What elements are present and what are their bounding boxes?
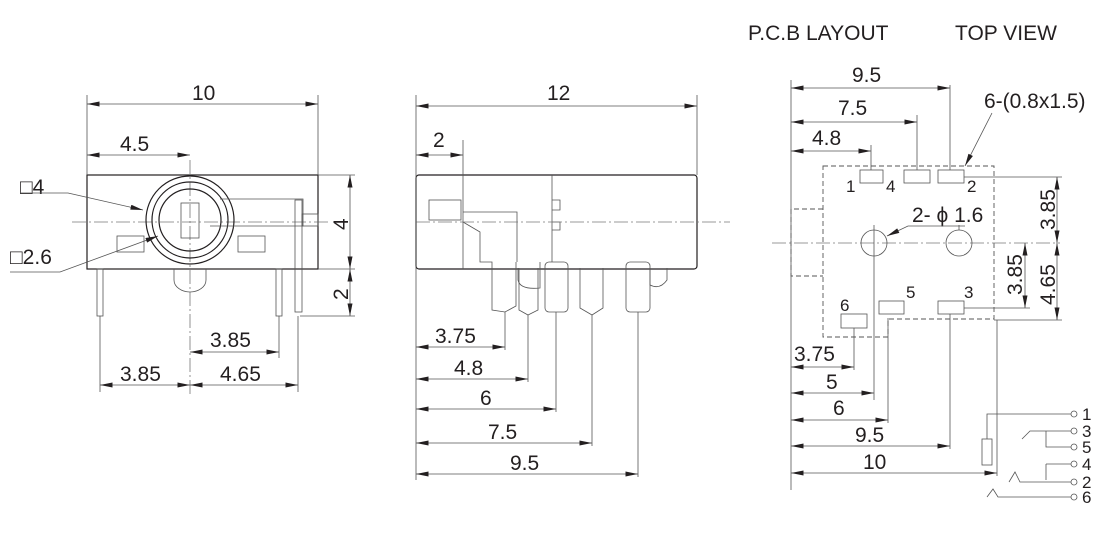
side-view: 12 2 3.75 4.8 6 7.5 9.5 — [415, 82, 730, 480]
pcb-layout-title: P.C.B LAYOUT — [748, 22, 889, 45]
schematic-pin-1: 1 — [1082, 405, 1091, 424]
dim-right-lower-inner: 3.85 — [1004, 254, 1027, 295]
pcb-layout: 1 4 2 6 5 3 9.5 7.5 4.8 6-(0.8x1.5) 2- ϕ… — [772, 64, 1086, 490]
dim-pin-3: 6 — [480, 387, 492, 410]
pad-label-5: 5 — [906, 283, 915, 302]
dim-bottom-2: 5 — [826, 371, 838, 394]
label-square-outer: □4 — [20, 176, 45, 199]
label-square-inner: □2.6 — [10, 246, 52, 269]
dim-pin-4: 7.5 — [488, 421, 517, 444]
dim-pin-length: 2 — [330, 288, 353, 300]
dim-top-3: 4.8 — [812, 127, 841, 150]
dim-pin-5: 9.5 — [510, 452, 539, 475]
dim-pin-spacing: 3.85 — [210, 329, 251, 352]
pad-label-4: 4 — [886, 177, 895, 196]
dim-pin-2: 4.8 — [454, 357, 483, 380]
dim-front: 2 — [433, 129, 445, 152]
dim-top-1: 9.5 — [852, 64, 881, 87]
pad-label-2: 2 — [967, 177, 976, 196]
schematic-pin-4: 4 — [1082, 455, 1091, 474]
schematic-pin-2: 2 — [1082, 473, 1091, 492]
dim-height: 4 — [330, 218, 353, 230]
dim-right-upper: 3.85 — [1037, 189, 1060, 230]
pad-label-1: 1 — [846, 177, 855, 196]
dim-bottom-3: 6 — [833, 397, 845, 420]
dim-bottom-1: 3.75 — [794, 343, 835, 366]
dim-pin-right: 4.65 — [220, 363, 261, 386]
front-view: 10 4.5 4 2 3.85 3.85 4.65 □4 □2.6 — [10, 82, 355, 395]
dim-bottom-4: 9.5 — [855, 424, 884, 447]
dim-right-lower-outer: 4.65 — [1037, 264, 1060, 305]
pad-note: 6-(0.8x1.5) — [984, 90, 1086, 113]
jack-schematic: 1 3 5 4 2 6 — [981, 405, 1091, 507]
schematic-pin-3: 3 — [1082, 422, 1091, 441]
dim-bottom-5: 10 — [863, 451, 886, 474]
dim-width: 10 — [192, 82, 215, 105]
schematic-pin-6: 6 — [1082, 488, 1091, 507]
pad-label-6: 6 — [840, 296, 849, 315]
top-view-title: TOP VIEW — [955, 22, 1057, 45]
dim-pin-1: 3.75 — [435, 325, 476, 348]
dim-center-offset: 4.5 — [120, 133, 149, 156]
hole-note: 2- ϕ 1.6 — [912, 204, 983, 227]
pad-label-3: 3 — [964, 283, 973, 302]
dim-top-2: 7.5 — [838, 97, 867, 120]
dim-pin-left: 3.85 — [120, 363, 161, 386]
dim-length: 12 — [547, 82, 570, 105]
schematic-pin-5: 5 — [1082, 438, 1091, 457]
